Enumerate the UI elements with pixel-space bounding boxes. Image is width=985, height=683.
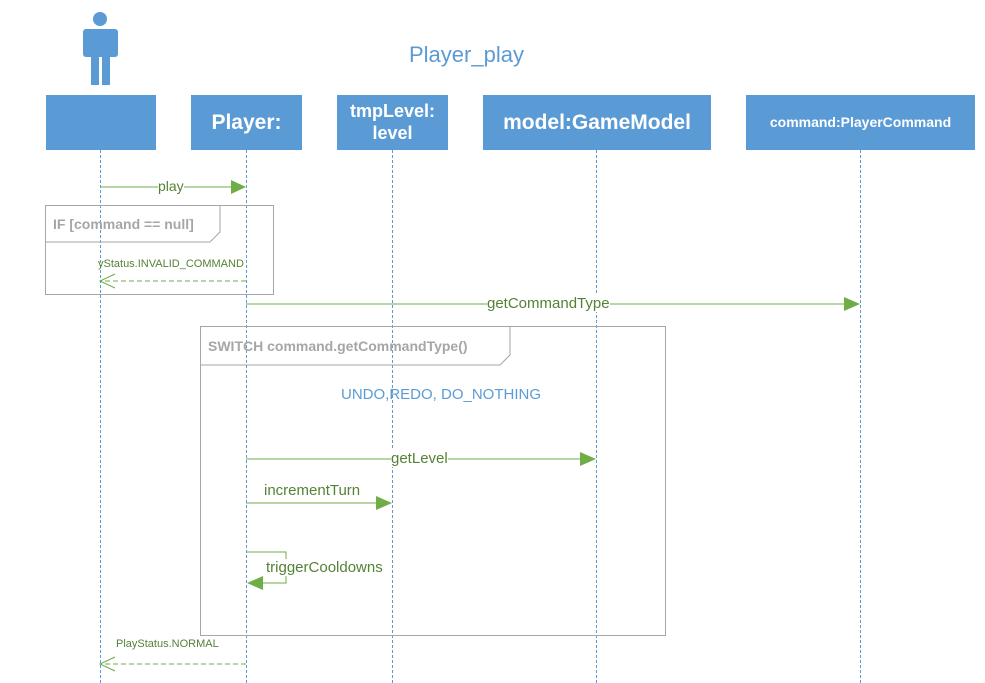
lifeline-label: command:PlayerCommand bbox=[769, 114, 952, 131]
switch-fragment-label: SWITCH command.getCommandType() bbox=[208, 338, 468, 354]
message-incrementturn-label: incrementTurn bbox=[264, 482, 361, 499]
lifeline-line-command bbox=[860, 150, 861, 683]
lifeline-tmplevel: tmpLevel: level bbox=[337, 95, 448, 150]
message-invalid-label: yStatus.INVALID_COMMAND bbox=[98, 258, 244, 270]
lifeline-model: model:GameModel bbox=[483, 95, 711, 150]
lifeline-command: command:PlayerCommand bbox=[746, 95, 975, 150]
lifeline-label: Player: bbox=[211, 110, 282, 134]
message-play-arrowhead bbox=[231, 180, 246, 194]
switch-case-note: UNDO,REDO, DO_NOTHING bbox=[341, 386, 542, 403]
lifeline-user bbox=[46, 95, 156, 150]
message-triggercooldowns-label: triggerCooldowns bbox=[266, 559, 383, 576]
lifeline-line-model bbox=[596, 150, 597, 683]
lifeline-line-user bbox=[100, 150, 101, 683]
lifeline-line-tmplevel bbox=[392, 150, 393, 683]
lifeline-label: model:GameModel bbox=[503, 110, 691, 134]
diagram-title: Player_play bbox=[409, 42, 524, 67]
message-getcommandtype-arrowhead bbox=[844, 297, 860, 311]
message-getcommandtype-label: getCommandType bbox=[487, 295, 610, 312]
message-normal-label: PlayStatus.NORMAL bbox=[116, 638, 219, 650]
lifeline-player: Player: bbox=[191, 95, 302, 150]
message-play-label: play bbox=[158, 178, 184, 194]
switch-fragment bbox=[200, 326, 666, 636]
message-getlevel-label: getLevel bbox=[391, 450, 448, 467]
if-fragment-label: IF [command == null] bbox=[53, 216, 194, 232]
lifeline-line-player bbox=[246, 150, 247, 683]
lifeline-label: tmpLevel: level bbox=[349, 100, 436, 143]
message-normal-arrowhead bbox=[98, 656, 116, 672]
